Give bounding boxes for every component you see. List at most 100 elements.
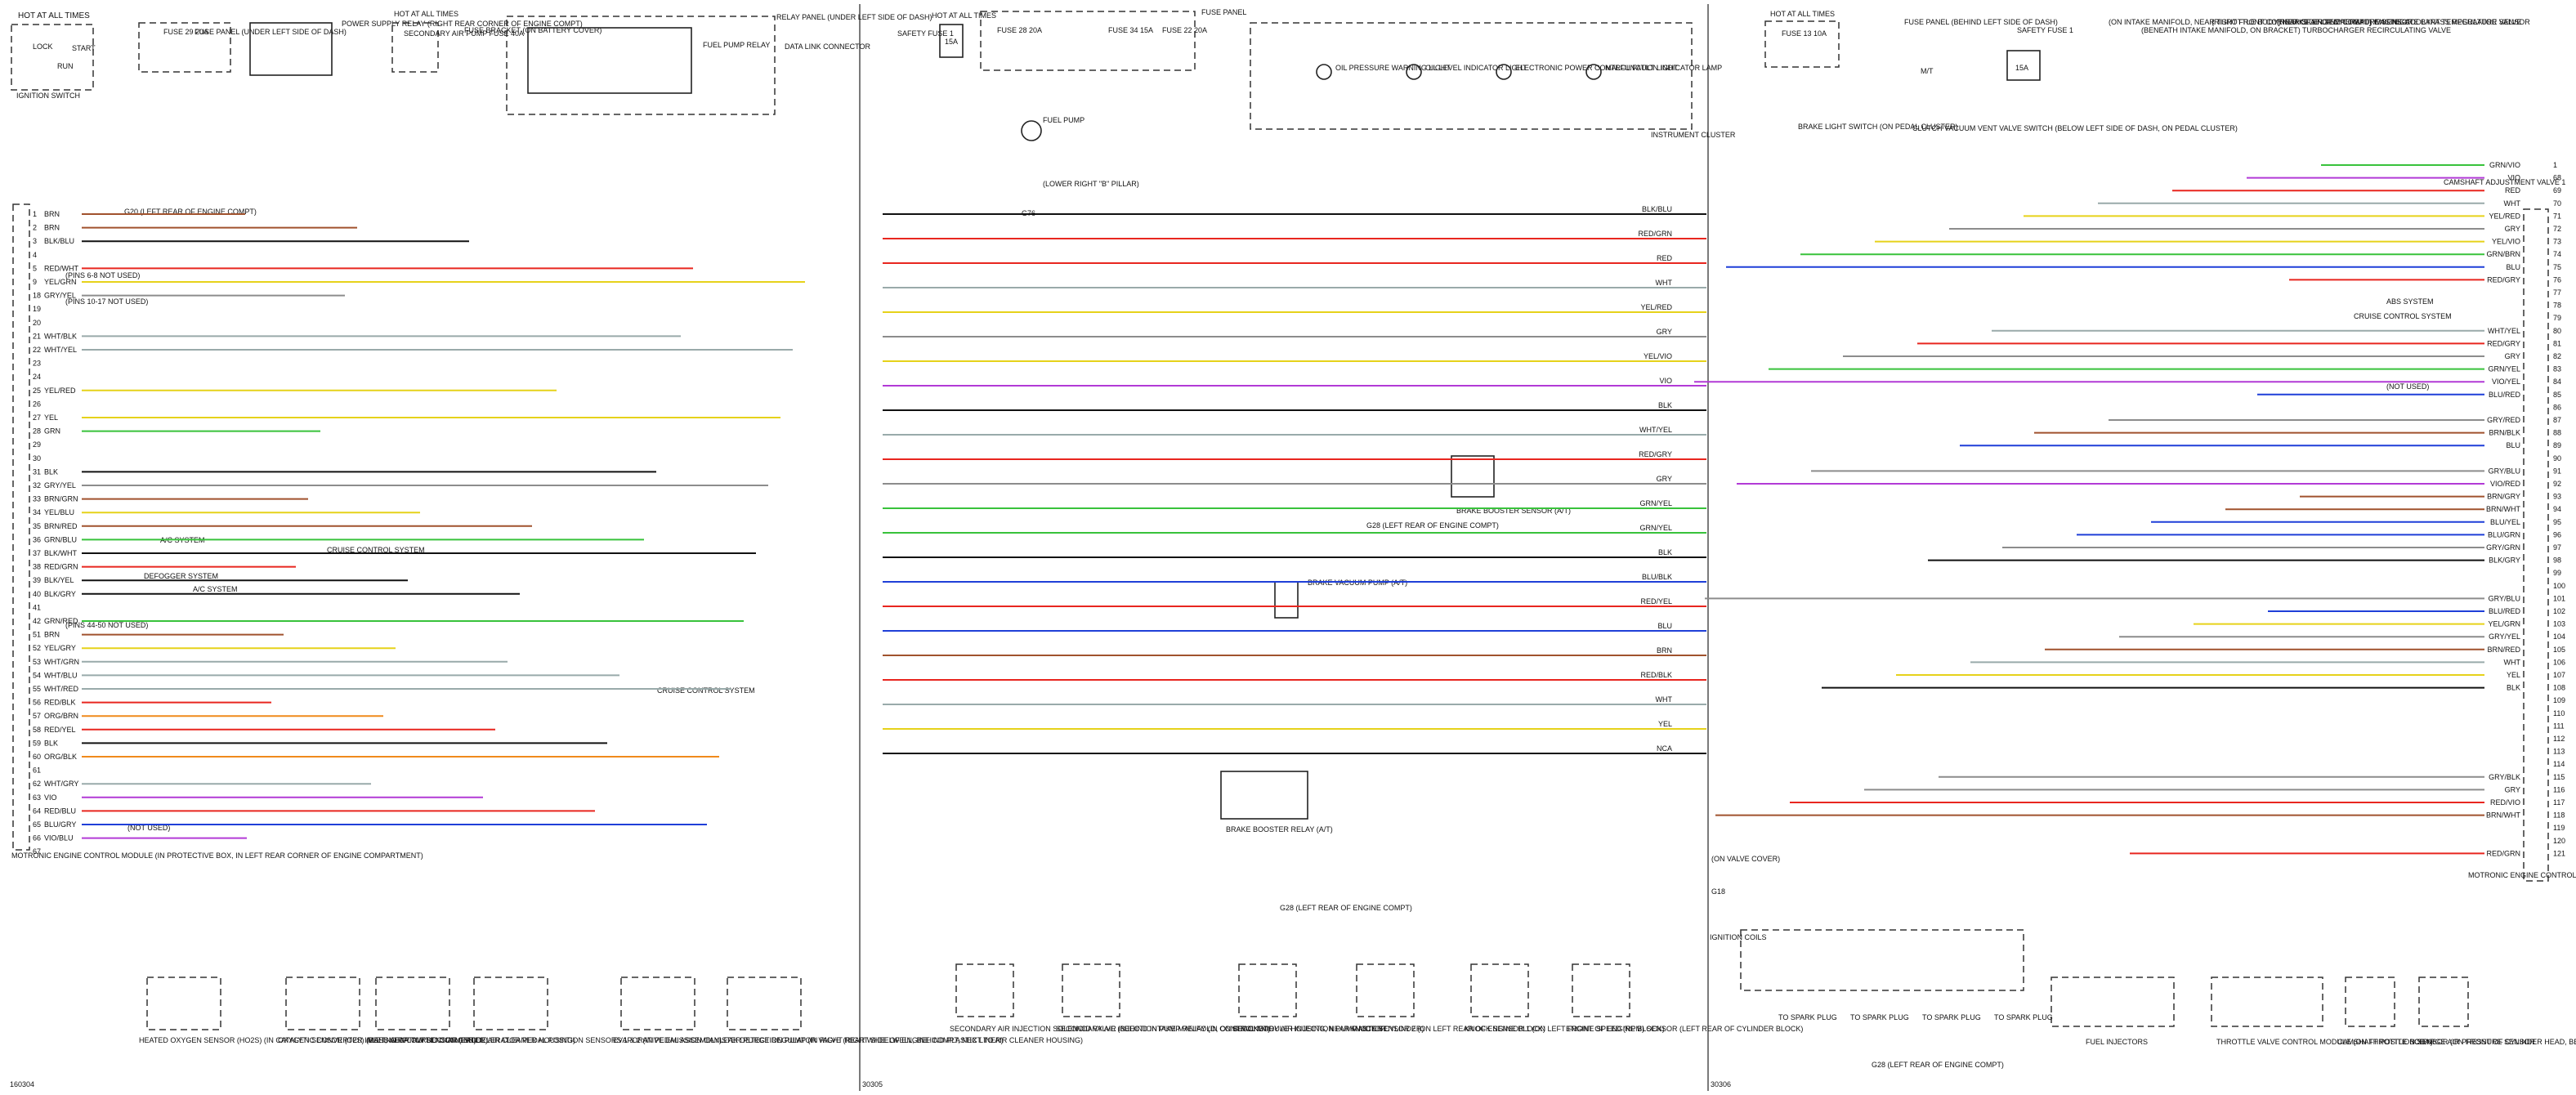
- left-pin-number: 41: [33, 603, 41, 611]
- left-component-label: LEAK DETECTION PUMP (IN RIGHT REAR WHEEL…: [719, 1036, 1004, 1044]
- ect-sensor-label: (REAR SIDE OF CYL HEAD) ENGINE COOLANT T…: [2277, 18, 2530, 26]
- left-component-box: [375, 977, 450, 1030]
- right-pin-wire-label: BRN/WHT: [2486, 505, 2520, 513]
- right-pin-wire-label: GRY/GRN: [2486, 543, 2520, 552]
- warning-light: [1406, 64, 1422, 80]
- left-component-label: ACCELERATOR PEDAL POSITION SENSORS 1 & 2…: [466, 1036, 722, 1044]
- left-section: HOT AT ALL TIMES LOCK START RUN IGNITION…: [11, 10, 1083, 1044]
- right-pin-number: 83: [2553, 365, 2561, 373]
- left-pin-wire-label: BRN/RED: [44, 522, 78, 530]
- right-pin-number: 77: [2553, 288, 2561, 297]
- right-pin-number: 81: [2553, 339, 2561, 347]
- mid-wire-label: BLK: [1658, 548, 1672, 556]
- right-pin-wire-label: GRN/VIO: [2489, 161, 2520, 169]
- right-pin-wire-label: BLU: [2506, 263, 2520, 271]
- ignition-switch: LOCK START RUN IGNITION SWITCH: [11, 24, 96, 100]
- left-pin-number: 67: [33, 847, 41, 856]
- left-pin-wire-label: YEL: [44, 413, 58, 422]
- sheet-id-1: 160304: [10, 1080, 34, 1088]
- ign-pos-run: RUN: [57, 62, 74, 70]
- right-pin-number: 72: [2553, 225, 2561, 233]
- right-pin-number: 119: [2553, 824, 2565, 832]
- right-pin-number: 75: [2553, 263, 2561, 271]
- relay-panel-label: RELAY PANEL (UNDER LEFT SIDE OF DASH): [776, 13, 932, 21]
- fuse28-label: FUSE 28 20A: [997, 26, 1042, 34]
- sheet-id-2: 30305: [862, 1080, 883, 1088]
- right-pin-wire-label: RED/GRY: [2487, 275, 2520, 284]
- mid-wire-label: BRN: [1657, 646, 1672, 655]
- right-pin-number: 71: [2553, 212, 2561, 220]
- fuse-panel-right-box: [1764, 20, 1840, 68]
- mid-wire-label: WHT/YEL: [1639, 426, 1672, 434]
- right-pin-wire-label: BLK/GRY: [2489, 556, 2520, 565]
- fuel-pump-relay-label: FUEL PUMP RELAY: [703, 41, 770, 49]
- mid-component-box: [1572, 963, 1630, 1017]
- right-pin-wire-label: VIO/YEL: [2492, 378, 2520, 386]
- left-pin-number: 35: [33, 522, 41, 530]
- clutch-switch-label: CLUTCH VACUUM VENT VALVE SWITCH (BELOW L…: [1912, 124, 2238, 132]
- right-pin-number: 98: [2553, 556, 2561, 565]
- right-pin-wire-label: YEL: [2507, 671, 2520, 679]
- right-pin-number: 74: [2553, 250, 2561, 258]
- turbo-valve-label: (BENEATH INTAKE MANIFOLD, ON BRACKET) TU…: [2141, 26, 2451, 34]
- left-pin-number: 64: [33, 807, 41, 815]
- brake-booster-relay-label: BRAKE BOOSTER RELAY (A/T): [1226, 825, 1333, 834]
- right-pin-number: 105: [2553, 646, 2565, 654]
- right-pin-number: 85: [2553, 391, 2561, 399]
- camshaft-sensor-label: CAMSHAFT POSITION SENSOR (ON FRONT OF CY…: [2337, 1038, 2576, 1046]
- right-pin-number: 69: [2553, 186, 2561, 194]
- right-pin-number: 97: [2553, 543, 2561, 552]
- wire-traces: [82, 164, 2484, 855]
- left-component-label: HEATED OXYGEN SENSOR (HO2S) (IN CATALYTI…: [139, 1036, 476, 1044]
- left-pin-number: 23: [33, 360, 41, 368]
- charge-air-sensor-box: [2418, 977, 2469, 1027]
- fuse34-label: FUSE 34 15A: [1108, 26, 1153, 34]
- left-pin-number: 18: [33, 292, 41, 300]
- mid-component-label: KNOCK SENSOR 1 (ON LEFT FRONT OF ENGINE …: [1465, 1025, 1665, 1033]
- right-pin-number: 102: [2553, 607, 2565, 615]
- left-pin-wire-label: BRN: [44, 210, 60, 218]
- camshaft-valve-label: CAMSHAFT ADJUSTMENT VALVE 1: [2444, 178, 2565, 186]
- right-pin-wire-label: RED/VIO: [2490, 798, 2520, 807]
- relay-panel-box: [506, 16, 776, 115]
- mt-label: M/T: [1921, 67, 1934, 75]
- throttle-module-box: [2211, 977, 2323, 1027]
- right-pin-number: 114: [2553, 760, 2565, 768]
- right-pin-wire-label: RED/GRN: [2486, 849, 2520, 857]
- left-pin-number: 39: [33, 576, 41, 584]
- g28-right-label: G28 (LEFT REAR OF ENGINE COMPT): [1872, 1061, 2004, 1069]
- left-pin-number: 32: [33, 481, 41, 489]
- fuel-pump-motor: [1021, 120, 1042, 141]
- left-pin-number: 9: [33, 278, 37, 286]
- left-pin-number: 4: [33, 251, 37, 259]
- mid-component-box: [1062, 963, 1120, 1017]
- left-component-label: OXYGEN SENSOR (O2S) (BEHIND CATALYTIC CO…: [278, 1036, 488, 1044]
- mid-wire-label: RED/BLK: [1640, 671, 1672, 679]
- brake-light-switch-label: BRAKE LIGHT SWITCH (ON PEDAL CLUSTER): [1798, 123, 1958, 131]
- right-pin-number: 94: [2553, 505, 2561, 513]
- left-pin-number: 59: [33, 739, 41, 747]
- g20-label: G20 (LEFT REAR OF ENGINE COMPT): [124, 208, 257, 216]
- right-pin-number: 104: [2553, 632, 2565, 641]
- right-pin-number: 82: [2553, 352, 2561, 360]
- defogger-label: DEFOGGER SYSTEM: [144, 572, 218, 580]
- mid-component-box: [1470, 963, 1529, 1017]
- right-pin-wire-label: BLU/YEL: [2490, 518, 2520, 526]
- left-pin-wire-label: GRN/BLU: [44, 535, 77, 543]
- mid-component-label: SECONDARY AIR INJECTION SOLENOID VALVE (…: [950, 1025, 1270, 1033]
- mid-component-label: ENGINE SPEED (RPM) SENSOR (LEFT REAR OF …: [1566, 1025, 1803, 1033]
- right-section: HOT AT ALL TIMES FUSE 13 10A FUSE PANEL …: [1710, 10, 2576, 1069]
- left-pin-wire-label: YEL/GRN: [44, 278, 77, 286]
- left-pin-wire-label: WHT/RED: [44, 685, 78, 693]
- right-pin-wire-label: YEL/VIO: [2492, 238, 2520, 246]
- left-pin-wire-label: YEL/BLU: [44, 508, 74, 516]
- left-pin-number: 25: [33, 387, 41, 395]
- right-pin-wire-label: YEL/GRN: [2488, 620, 2520, 628]
- fuse13-label: FUSE 13 10A: [1782, 29, 1827, 38]
- ecm-left-label: MOTRONIC ENGINE CONTROL MODULE (IN PROTE…: [11, 851, 423, 860]
- right-pin-wire-label: GRY: [2505, 352, 2520, 360]
- mid-wire-label: GRN/YEL: [1639, 524, 1672, 532]
- left-pin-number: 60: [33, 753, 41, 761]
- right-pin-number: 120: [2553, 837, 2565, 845]
